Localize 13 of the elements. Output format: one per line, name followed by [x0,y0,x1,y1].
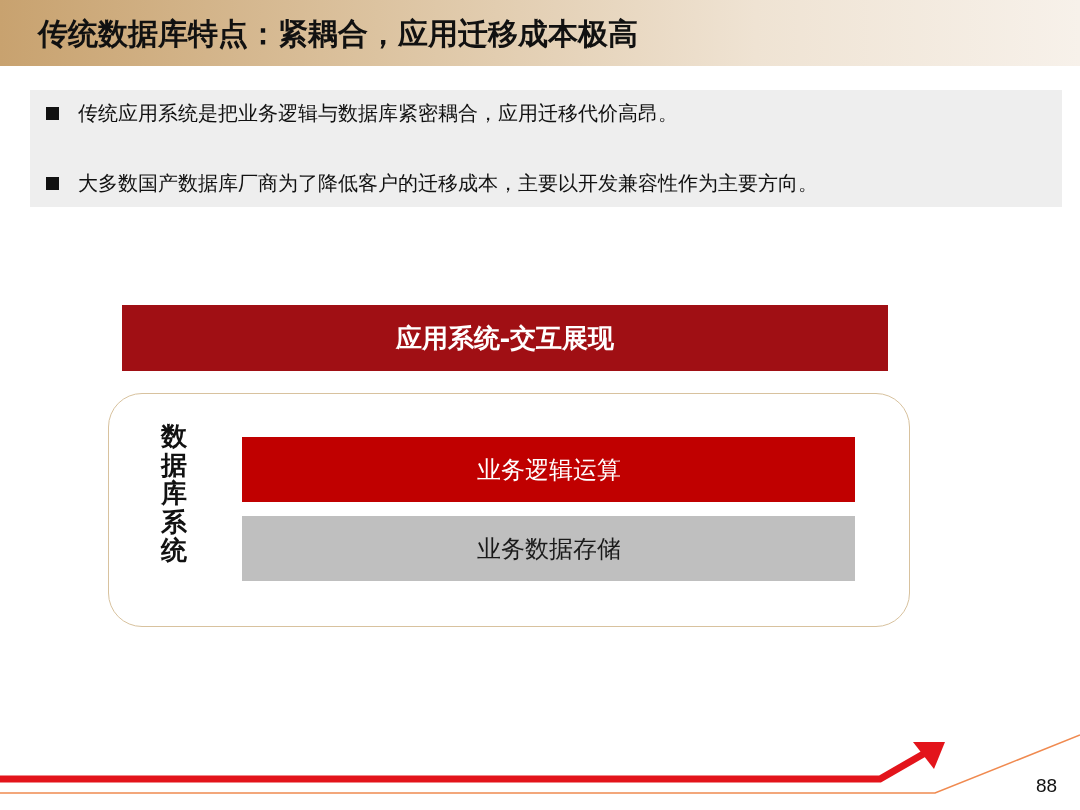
vertical-label: 数据库系统 [161,422,187,565]
database-system-container [108,393,910,627]
bullet-text: 大多数国产数据库厂商为了降低客户的迁移成本，主要以开发兼容性作为主要方向。 [78,170,818,197]
data-storage-bar [242,516,855,581]
page-number: 88 [1036,774,1058,798]
title: 传统数据库特点：紧耦合，应用迁移成本极高 [38,15,638,53]
text-panel [30,90,1062,207]
bullet-text: 传统应用系统是把业务逻辑与数据库紧密耦合，应用迁移代价高昂。 [78,100,678,127]
bar-label: 业务数据存储 [476,533,621,565]
business-logic-bar [242,437,855,502]
bar-label: 业务逻辑运算 [476,454,621,486]
bar-label: 应用系统-交互展现 [395,321,615,355]
application-layer-bar [122,305,888,371]
